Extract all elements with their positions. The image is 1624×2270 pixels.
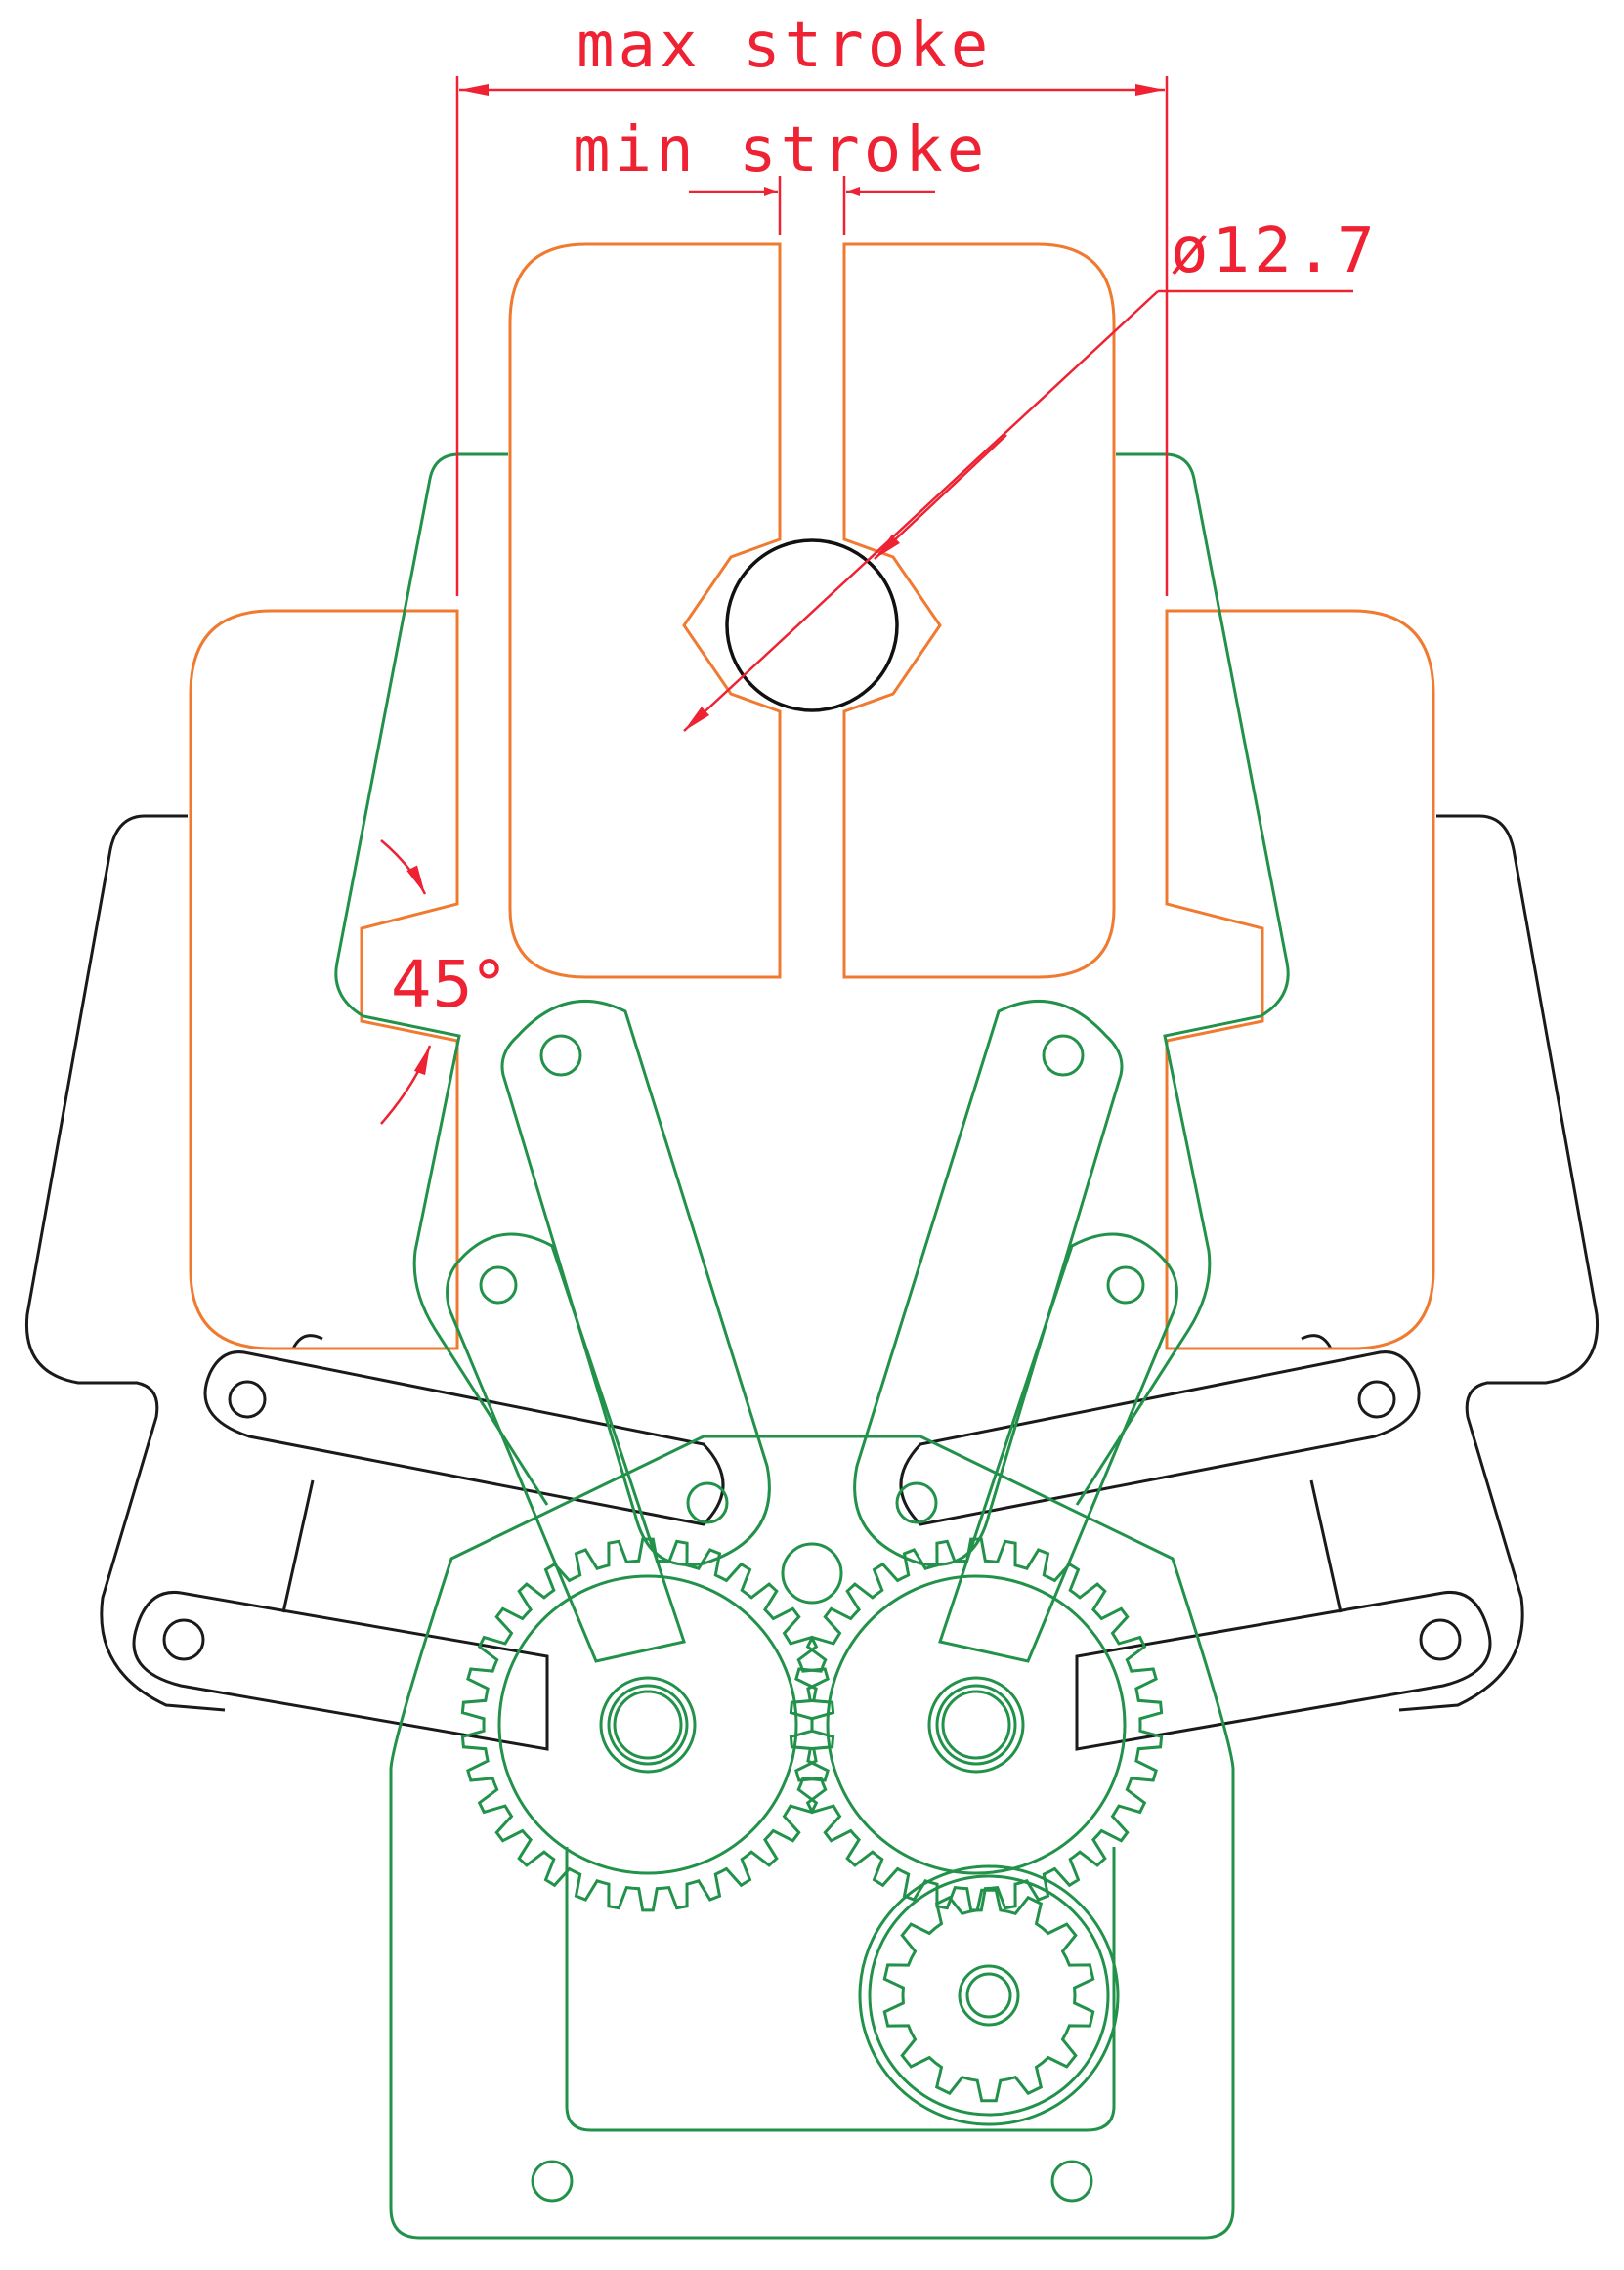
right-upper-link (899, 1350, 1421, 1526)
right-main-gear (789, 1537, 1164, 1912)
grasped-object (725, 538, 899, 712)
angle-arc-lower (380, 1045, 432, 1125)
dimensions (380, 76, 1353, 1125)
right-strut (1309, 1479, 1343, 1613)
right-main-gear-teeth (789, 1537, 1164, 1912)
diameter-arrow-inner (874, 434, 1007, 560)
diameter-leader (683, 290, 1159, 732)
left-strut (281, 1479, 315, 1613)
pivot-hole (1357, 1380, 1396, 1419)
left-lower-green-link (446, 1232, 686, 1663)
right-inner-finger (842, 242, 1116, 979)
pinion-gear-ring-1 (868, 1874, 1110, 2117)
gearbox-housing (389, 1435, 1235, 2240)
left-main-gear-ring-2 (607, 1684, 689, 1766)
fingers (189, 242, 1435, 1350)
angle-arc-upper (380, 839, 427, 895)
pivot-hole (539, 1034, 582, 1077)
center-hole (781, 1542, 843, 1605)
left-main-gear-teeth (460, 1537, 835, 1912)
pivot-hole (1106, 1265, 1145, 1305)
right-side-plate (1398, 814, 1600, 1712)
linkage-and-gearbox (334, 452, 1290, 2240)
left-inner-finger (508, 242, 782, 979)
right-main-gear-ring-0 (826, 1574, 1127, 1875)
gear-train (460, 1537, 1164, 2126)
angle-label: 45° (391, 947, 505, 1022)
left-main-gear-ring-0 (497, 1574, 798, 1875)
left-main-gear-ring-3 (613, 1690, 683, 1760)
right-green-arm (1075, 452, 1290, 1506)
left-upper-green-link (500, 999, 771, 1566)
right-main-gear-ring-2 (935, 1684, 1017, 1766)
diameter-label: ø12.7 (1171, 215, 1379, 287)
left-main-gear-ring-1 (599, 1676, 697, 1774)
right-lower-link (1075, 1590, 1492, 1751)
pinion-gear (858, 1864, 1120, 2126)
outer-frame (24, 814, 1600, 1751)
pinion-gear-ring-3 (965, 1972, 1012, 2019)
left-green-arm (334, 452, 549, 1506)
pinion-gear-ring-2 (958, 1964, 1020, 2027)
left-lower-link (132, 1590, 549, 1751)
mount-hole-right (1050, 2160, 1093, 2203)
right-outer-finger (1165, 609, 1435, 1350)
right-main-gear-ring-1 (927, 1676, 1025, 1774)
max-stroke-label: max stroke (577, 10, 992, 82)
left-outer-finger (189, 609, 459, 1350)
min-stroke-label: min stroke (573, 114, 988, 187)
mount-hole-left (531, 2160, 574, 2203)
pivot-hole (479, 1265, 518, 1305)
right-lower-green-link (938, 1232, 1178, 1663)
right-upper-green-link (853, 999, 1124, 1566)
inner-plate (565, 1847, 1116, 2132)
left-main-gear (460, 1537, 835, 1912)
pivot-hole (1042, 1034, 1085, 1077)
pinion-gear-ring-0 (858, 1864, 1120, 2126)
left-side-plate (24, 814, 226, 1712)
pivot-hole (162, 1618, 205, 1661)
pivot-hole (686, 1481, 729, 1524)
pivot-hole (1419, 1618, 1462, 1661)
right-main-gear-ring-3 (941, 1690, 1011, 1760)
dimension-labels: max stroke min stroke ø12.7 45° (391, 10, 1379, 1022)
pivot-hole (228, 1380, 267, 1419)
pivot-hole (895, 1481, 938, 1524)
pinion-gear-teeth (882, 1888, 1095, 2103)
left-upper-link (203, 1350, 725, 1526)
